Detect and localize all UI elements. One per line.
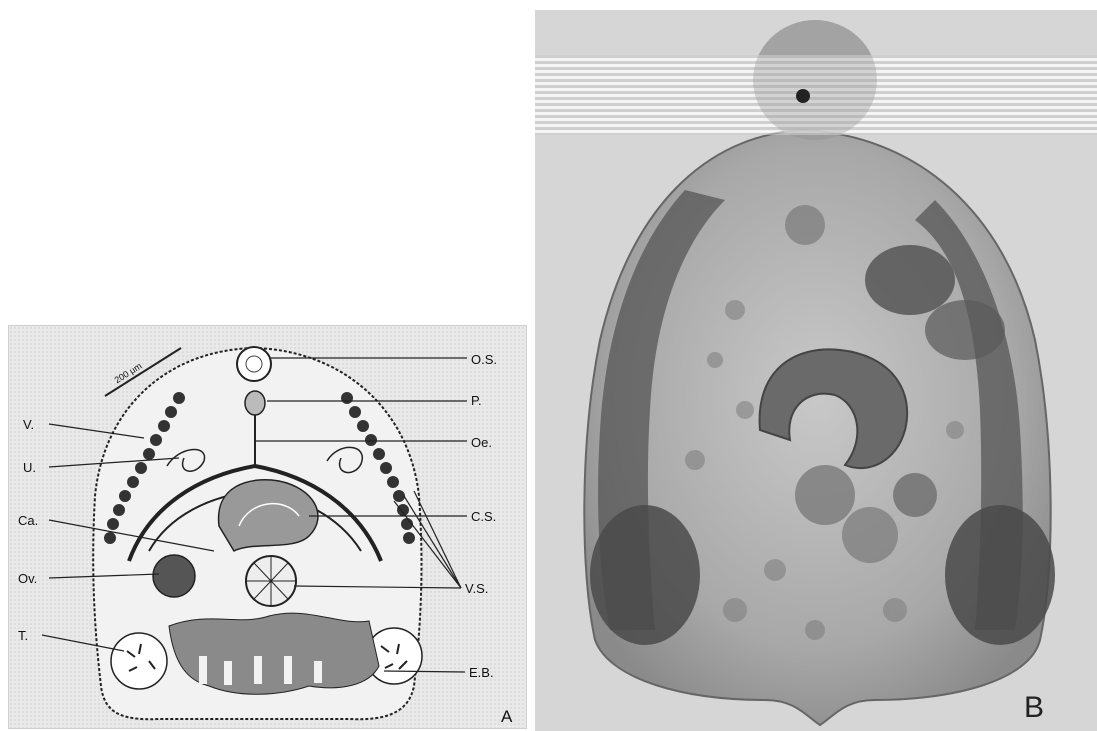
panel-letter-b: B (1024, 691, 1044, 725)
specimen-photograph (535, 10, 1097, 731)
label-ovary: Ov. (18, 572, 37, 586)
label-oral-sucker: O.S. (471, 353, 497, 367)
cirrus-sac (219, 480, 318, 551)
label-caeca: Ca. (18, 514, 38, 528)
ovary (153, 555, 195, 597)
specimen-drawing (9, 326, 528, 730)
label-oesophagus: Oe. (471, 436, 492, 450)
label-testis: T. (18, 629, 28, 643)
label-vitellaria: V. (23, 418, 34, 432)
photo-testis-left (590, 505, 700, 645)
figure-panel-b (535, 10, 1097, 731)
figure-panel-a: 200 μm O.S. P. Oe. C.S. V.S. E.B. V. U. … (8, 325, 527, 729)
oral-sucker (237, 347, 271, 381)
label-cirrus-sac: C.S. (471, 510, 496, 524)
label-ventral-sucker: V.S. (465, 582, 488, 596)
photo-testis-right (945, 505, 1055, 645)
panel-letter-a: A (501, 710, 512, 724)
label-pharynx: P. (471, 394, 482, 408)
testis-left (111, 633, 167, 689)
label-excretory-bladder: E.B. (469, 666, 494, 680)
pharynx (245, 391, 265, 415)
label-uterus: U. (23, 461, 36, 475)
